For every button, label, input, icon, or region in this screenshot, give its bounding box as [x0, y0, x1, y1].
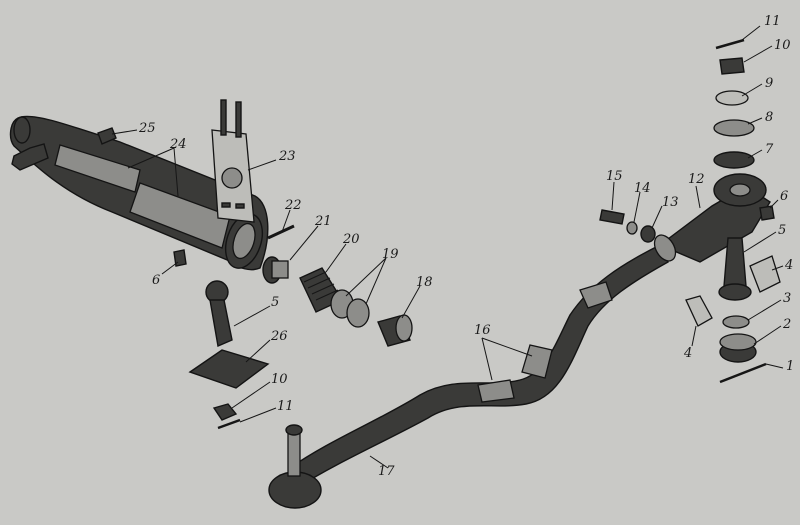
callout-2: 2: [783, 317, 792, 332]
socket-body: [653, 173, 771, 263]
half-bushing-b: [685, 295, 713, 327]
callout-16: 16: [474, 323, 491, 338]
callout-4: 4: [684, 346, 693, 361]
threaded-plug: [377, 314, 413, 347]
callout-23: 23: [279, 149, 296, 164]
nut-13: [640, 225, 656, 243]
callout-5: 5: [271, 295, 280, 310]
callout-19: 19: [382, 247, 399, 262]
washer-8: [713, 119, 755, 137]
callout-22: 22: [285, 198, 302, 213]
callout-7: 7: [765, 142, 774, 157]
bearing-7: [713, 151, 755, 169]
callout-10: 10: [271, 372, 288, 387]
callout-8: 8: [765, 110, 774, 125]
callout-20: 20: [343, 232, 360, 247]
leader-lines: [111, 25, 784, 469]
callout-3: 3: [783, 291, 792, 306]
callout-5: 5: [778, 223, 787, 238]
tie-rod-tube: [9, 115, 269, 271]
callout-15: 15: [606, 169, 623, 184]
callout-6: 6: [152, 273, 161, 288]
drag-link: [268, 244, 669, 509]
callout-25: 25: [139, 121, 156, 136]
washer-14: [626, 221, 638, 235]
callout-12: 12: [688, 172, 705, 187]
callout-26: 26: [271, 329, 288, 344]
bolt-15: [599, 209, 625, 225]
felt-pad: [188, 349, 270, 389]
nut-10: [719, 57, 745, 75]
callout-4: 4: [785, 258, 794, 273]
callout-13: 13: [662, 195, 679, 210]
callout-11: 11: [764, 14, 781, 29]
ball-pin-right: [718, 237, 752, 301]
half-bushing-a: [749, 255, 781, 293]
callout-11: 11: [277, 399, 294, 414]
washer-b: [346, 298, 370, 328]
spring-washer-9: [715, 90, 749, 106]
end-plug: [262, 256, 289, 284]
callout-14: 14: [634, 181, 651, 196]
callout-10: 10: [774, 38, 791, 53]
threaded-cap: [719, 333, 757, 363]
callout-1: 1: [786, 359, 795, 374]
clamp-plate: [211, 99, 255, 223]
nut-left: [212, 403, 238, 421]
callout-6: 6: [780, 189, 789, 204]
callout-21: 21: [315, 214, 332, 229]
callout-24: 24: [170, 137, 187, 152]
bolt-right: [759, 205, 775, 221]
ring-3: [722, 315, 750, 329]
callout-9: 9: [765, 76, 774, 91]
grease-nipple: [97, 127, 117, 145]
callout-17: 17: [378, 464, 395, 479]
bolt-left: [173, 249, 187, 267]
ball-pin-left: [205, 280, 233, 347]
callout-18: 18: [416, 275, 433, 290]
